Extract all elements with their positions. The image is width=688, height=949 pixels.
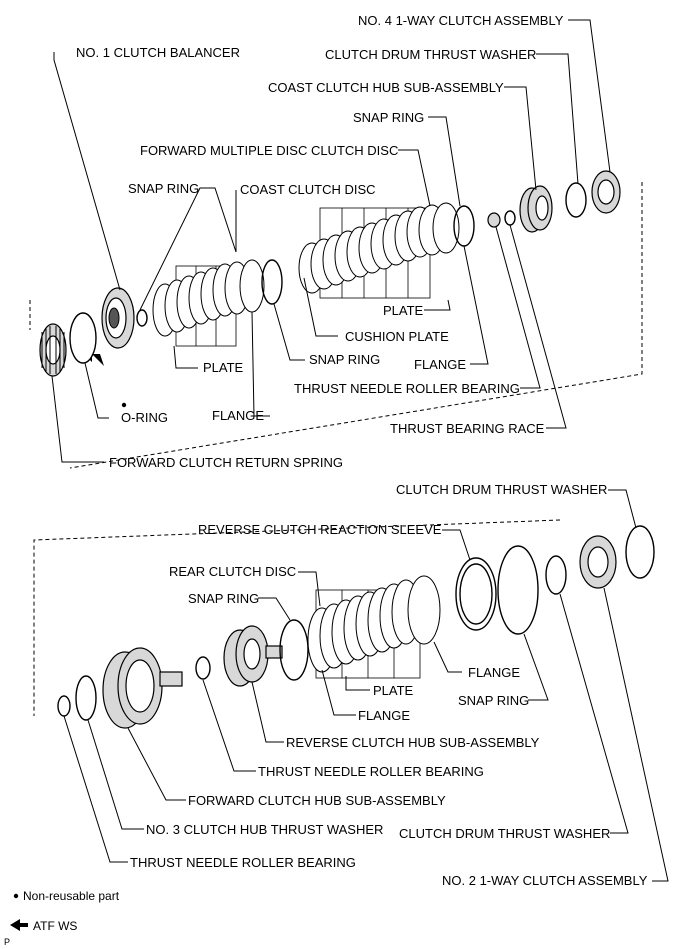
label-no1-clutch-balancer: NO. 1 CLUTCH BALANCER [76, 45, 240, 60]
label-plate-bottom: PLATE [373, 683, 414, 698]
snap-ring-coast-part [261, 259, 283, 305]
legend-arrow-icon [10, 919, 28, 931]
no2-one-way-clutch-part [579, 535, 617, 589]
label-clutch-drum-washer-top: CLUTCH DRUM THRUST WASHER [325, 47, 536, 62]
bottom-leader-lines [63, 489, 669, 882]
label-thrust-needle-bottom: THRUST NEEDLE ROLLER BEARING [130, 855, 356, 870]
no4-one-way-clutch-part [591, 170, 621, 214]
label-plate-top-left: PLATE [203, 360, 244, 375]
forward-disc-pack [298, 202, 460, 299]
label-cushion-plate: CUSHION PLATE [345, 329, 449, 344]
label-thrust-bearing-race: THRUST BEARING RACE [390, 421, 545, 436]
thrust-needle-bottom-mid-part [195, 656, 211, 680]
forward-clutch-return-spring-part [39, 323, 67, 377]
legend-atf: ATF WS [33, 919, 77, 933]
label-forward-multiple-disc: FORWARD MULTIPLE DISC CLUTCH DISC [140, 143, 398, 158]
top-leader-lines [51, 19, 611, 463]
label-flange-bottom-left: FLANGE [358, 708, 410, 723]
label-coast-clutch-hub: COAST CLUTCH HUB SUB-ASSEMBLY [268, 80, 504, 95]
bottom-assembly-outline [33, 519, 561, 716]
label-clutch-drum-washer-mid: CLUTCH DRUM THRUST WASHER [396, 482, 607, 497]
o-ring-part [69, 312, 97, 364]
label-thrust-needle-top: THRUST NEEDLE ROLLER BEARING [294, 381, 520, 396]
clutch-drum-washer-top-part [565, 182, 587, 218]
label-flange-top-left: FLANGE [212, 408, 264, 423]
reverse-clutch-hub-part [223, 625, 283, 687]
label-rear-clutch-disc: REAR CLUTCH DISC [169, 564, 296, 579]
top-assembly-outline [69, 182, 643, 469]
label-coast-clutch-disc: COAST CLUTCH DISC [240, 182, 376, 197]
clutch-drum-washer-mid-part [625, 525, 655, 579]
forward-clutch-hub-part [102, 647, 183, 729]
label-forward-clutch-hub: FORWARD CLUTCH HUB SUB-ASSEMBLY [188, 793, 446, 808]
label-no3-thrust-washer: NO. 3 CLUTCH HUB THRUST WASHER [146, 822, 383, 837]
no1-clutch-balancer-part [101, 287, 135, 349]
legend-non-reusable: Non-reusable part [23, 889, 120, 903]
label-forward-clutch-return-spring: FORWARD CLUTCH RETURN SPRING [109, 455, 343, 470]
label-plate-top-right: PLATE [383, 303, 424, 318]
label-snap-ring-bottom-left: SNAP RING [188, 591, 259, 606]
coast-clutch-disc-pack [152, 259, 265, 347]
label-o-ring: O-RING [121, 410, 168, 425]
label-snap-ring-top-left: SNAP RING [128, 181, 199, 196]
label-flange-bottom-right: FLANGE [468, 665, 520, 680]
snap-ring-bottom-left-part [279, 619, 309, 681]
reverse-reaction-sleeve-part [455, 557, 497, 631]
snap-ring-bottom-right-part [497, 545, 539, 635]
no3-thrust-washer-part [75, 675, 97, 721]
clutch-drum-washer-bottom-part [545, 555, 567, 595]
label-reverse-reaction-sleeve: REVERSE CLUTCH REACTION SLEEVE [198, 522, 442, 537]
coast-clutch-hub-part [519, 185, 553, 233]
thrust-needle-top-part [487, 212, 501, 228]
legend-code: P [4, 937, 10, 947]
thrust-needle-bottom-part [57, 695, 71, 717]
rear-disc-pack [307, 575, 441, 679]
label-no4-one-way-clutch: NO. 4 1-WAY CLUTCH ASSEMBLY [358, 13, 564, 28]
label-no2-one-way-clutch: NO. 2 1-WAY CLUTCH ASSEMBLY [442, 873, 648, 888]
atf-arrow-icon [86, 354, 104, 366]
label-flange-top-right: FLANGE [414, 357, 466, 372]
label-snap-ring-bottom-right: SNAP RING [458, 693, 529, 708]
label-clutch-drum-washer-bottom: CLUTCH DRUM THRUST WASHER [399, 826, 610, 841]
non-reusable-dot-icon [121, 402, 127, 408]
thrust-bearing-race-part [504, 210, 516, 226]
legend-dot-icon [13, 893, 19, 899]
label-thrust-needle-bottom-mid: THRUST NEEDLE ROLLER BEARING [258, 764, 484, 779]
label-snap-ring-top-right: SNAP RING [353, 110, 424, 125]
label-reverse-clutch-hub: REVERSE CLUTCH HUB SUB-ASSEMBLY [286, 735, 540, 750]
label-snap-ring-top-mid: SNAP RING [309, 352, 380, 367]
snap-ring-small-part [136, 309, 148, 327]
